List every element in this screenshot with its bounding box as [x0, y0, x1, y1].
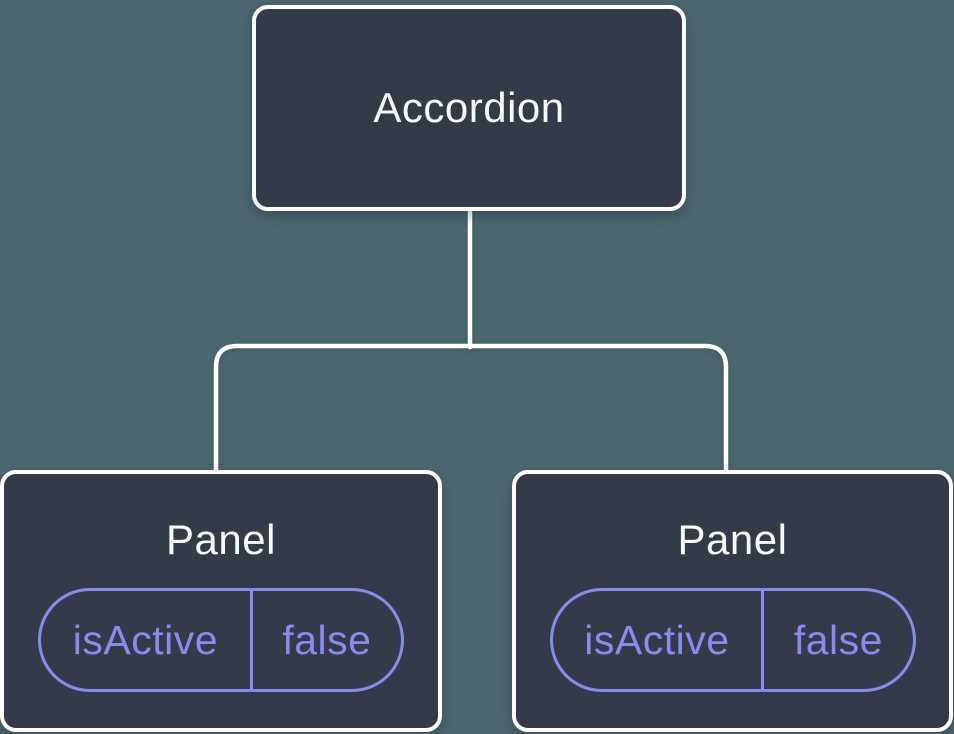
panel-node-label: Panel [166, 516, 276, 563]
state-pill: isActive false [549, 588, 916, 692]
state-value-cell: false [761, 591, 912, 689]
state-value-cell: false [249, 591, 401, 689]
panel-node-left: Panel isActive false [0, 470, 442, 732]
state-key-cell: isActive [584, 616, 730, 663]
state-key-cell: isActive [72, 616, 219, 663]
branch-bracket-line [213, 343, 729, 473]
state-pill: isActive false [38, 588, 404, 692]
panel-node-label: Panel [677, 516, 788, 563]
accordion-node: Accordion [252, 5, 686, 211]
accordion-node-label: Accordion [373, 84, 565, 131]
panel-node-right: Panel isActive false [512, 470, 953, 732]
